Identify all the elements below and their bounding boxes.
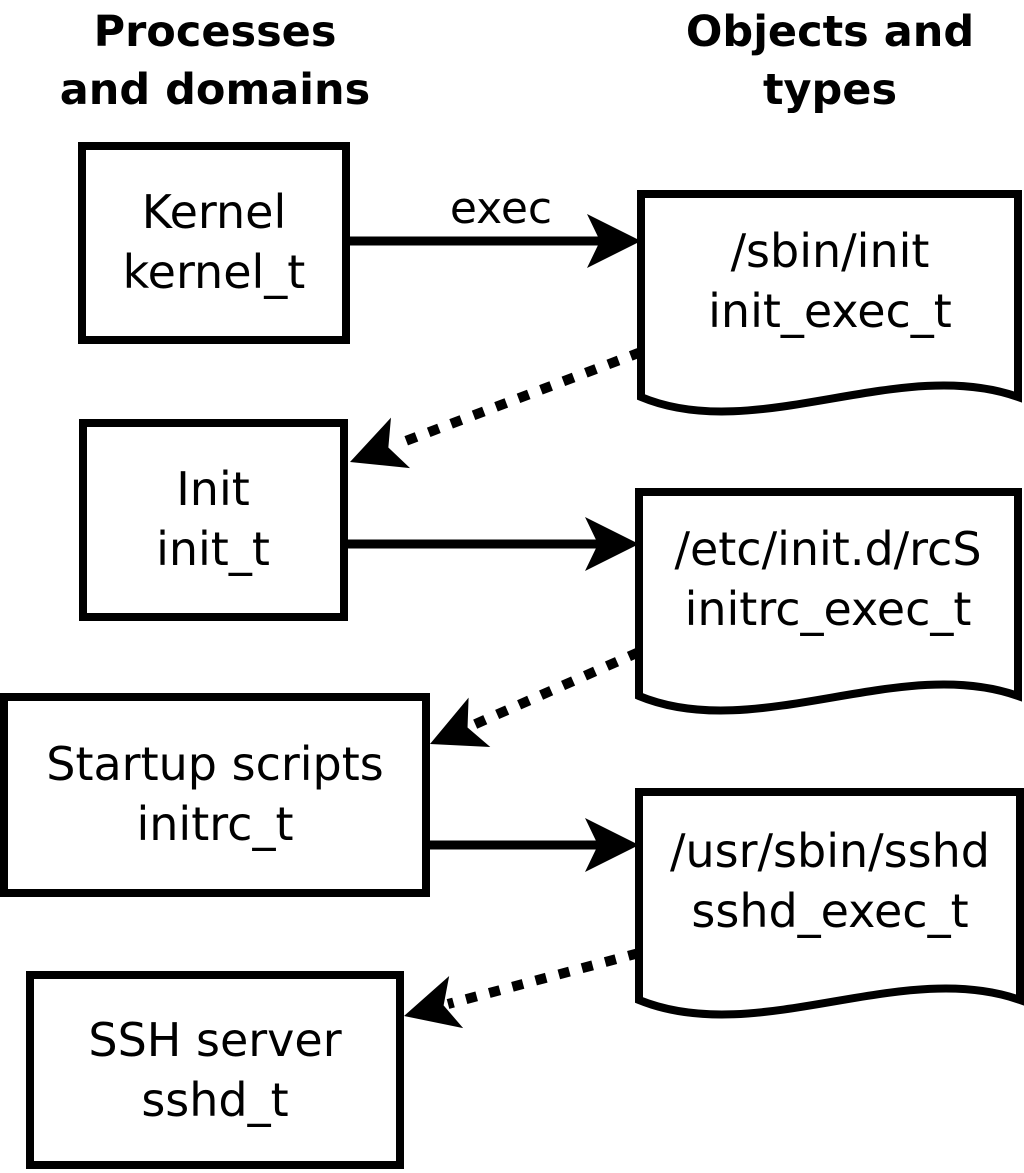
- column-header-processes: Processes and domains: [60, 7, 370, 115]
- node-ssh-server-type: sshd_t: [141, 1073, 288, 1127]
- column-header-objects: Objects and types: [686, 7, 974, 115]
- node-init: Init init_t: [79, 419, 348, 621]
- node-kernel: Kernel kernel_t: [78, 142, 350, 344]
- edge-initrc-exec-sshd: [424, 818, 639, 872]
- header-processes-line1: Processes: [94, 7, 337, 57]
- node-usr-sbin-sshd-path: /usr/sbin/sshd: [670, 824, 990, 878]
- node-ssh-server-name: SSH server: [88, 1013, 341, 1067]
- node-usr-sbin-sshd-type: sshd_exec_t: [691, 884, 968, 938]
- node-startup-scripts-name: Startup scripts: [46, 737, 384, 791]
- node-sbin-init: /sbin/init init_exec_t: [637, 190, 1022, 416]
- header-processes-line2: and domains: [60, 65, 370, 115]
- node-usr-sbin-sshd: /usr/sbin/sshd sshd_exec_t: [635, 788, 1024, 1019]
- header-objects-line2: types: [763, 65, 897, 115]
- node-startup-scripts-type: initrc_t: [137, 797, 294, 851]
- edge-kernel-exec-sbin-init: exec: [347, 183, 641, 268]
- edge-dotted-init-exec-to-init: [340, 347, 643, 488]
- edge-dotted-sshd-exec-to-sshd: [397, 948, 641, 1043]
- node-etc-initd-rcs-type: initrc_exec_t: [685, 582, 972, 636]
- edge-label-exec: exec: [450, 183, 552, 234]
- node-init-name: Init: [176, 462, 250, 516]
- node-ssh-server: SSH server sshd_t: [26, 971, 404, 1169]
- edge-dotted-initrc-exec-to-initrc: [419, 647, 642, 769]
- node-etc-initd-rcs: /etc/init.d/rcS initrc_exec_t: [635, 488, 1022, 715]
- node-sbin-init-type: init_exec_t: [708, 284, 952, 338]
- node-etc-initd-rcs-path: /etc/init.d/rcS: [674, 522, 981, 576]
- header-objects-line1: Objects and: [686, 7, 974, 57]
- node-kernel-name: Kernel: [142, 185, 287, 239]
- node-startup-scripts: Startup scripts initrc_t: [0, 693, 430, 897]
- node-sbin-init-path: /sbin/init: [731, 224, 930, 278]
- node-kernel-type: kernel_t: [123, 245, 306, 299]
- node-init-type: init_t: [156, 522, 270, 576]
- edge-init-exec-rcs: [342, 517, 639, 571]
